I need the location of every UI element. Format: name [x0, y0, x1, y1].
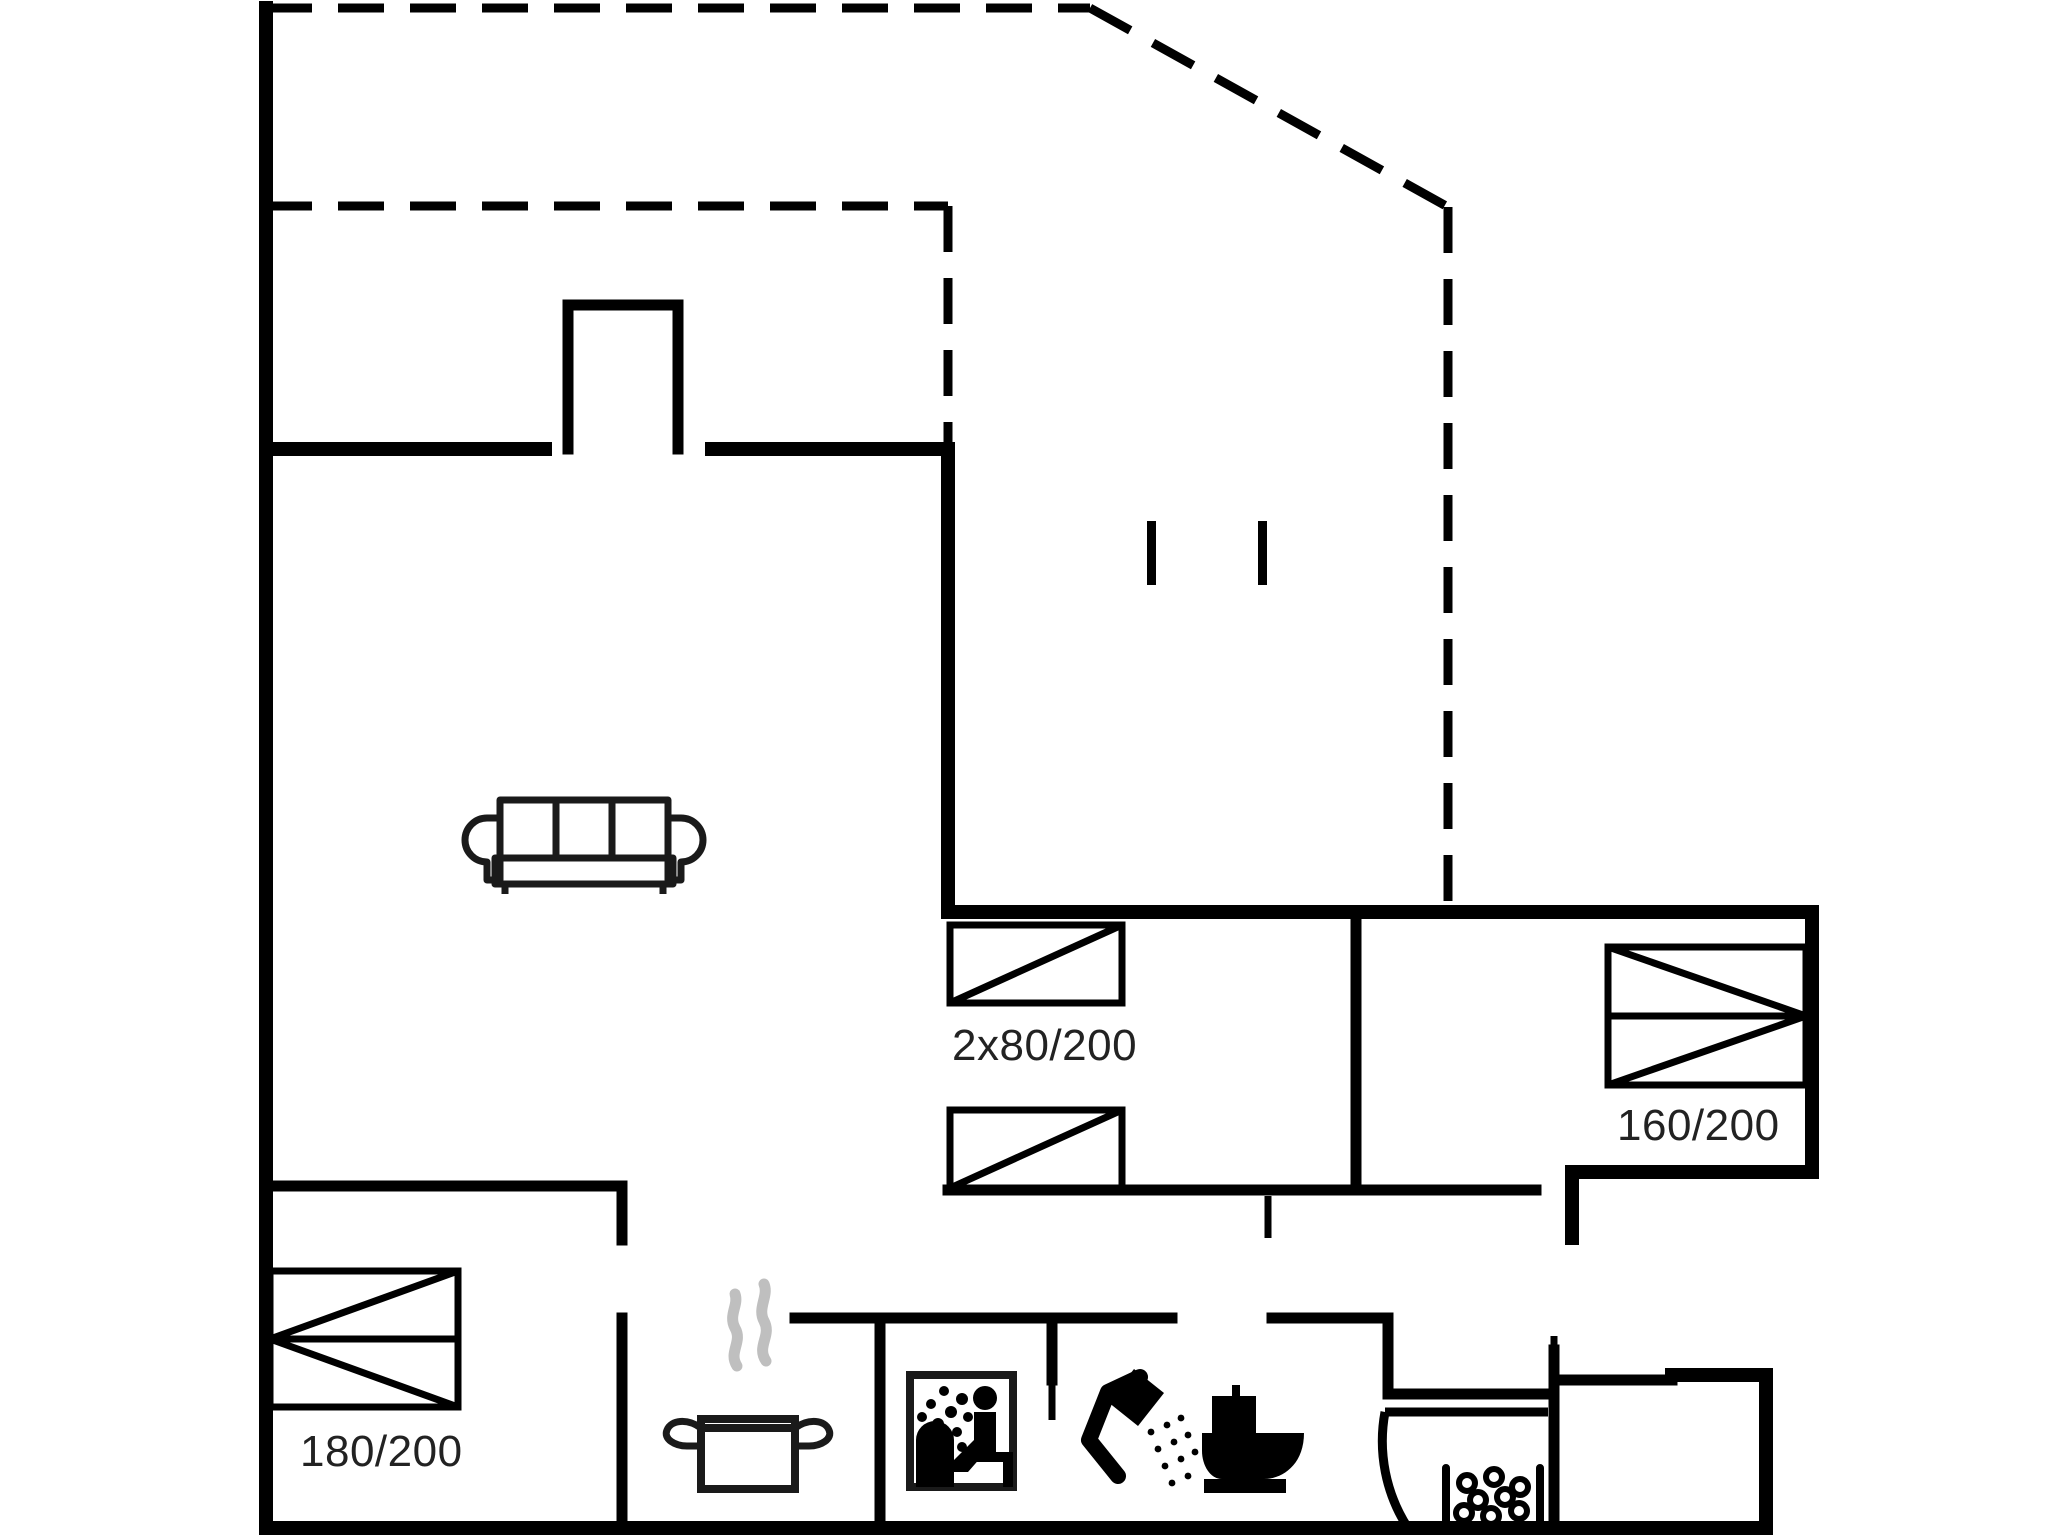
sofa-icon: [461, 796, 707, 894]
railing-post-icon: [1147, 521, 1156, 585]
door-swing-icon: [1377, 1407, 1548, 1531]
cooking-pot-icon: [662, 1278, 834, 1493]
washing-machine-icon: [1442, 1464, 1544, 1535]
bed-twin-label: 2x80/200: [952, 1021, 1137, 1070]
toilet-icon: [1202, 1385, 1304, 1493]
bed-180-200: [266, 1267, 462, 1411]
railing-post-icon: [1258, 521, 1267, 585]
shower-icon: [1081, 1369, 1199, 1487]
door-openings: [618, 1196, 1558, 1420]
bed-180-200-label: 180/200: [300, 1427, 463, 1476]
exterior-walls: [259, 1, 1819, 1535]
bed-twin-lower: [946, 1106, 1126, 1192]
bed-160-200-label: 160/200: [1617, 1101, 1780, 1150]
bed-twin-upper: [946, 921, 1126, 1007]
bed-160-200: [1604, 943, 1810, 1089]
railing-posts: [1147, 521, 1267, 585]
sauna-icon: [906, 1371, 1017, 1491]
roof-outline-dashed: [266, 3, 1453, 910]
